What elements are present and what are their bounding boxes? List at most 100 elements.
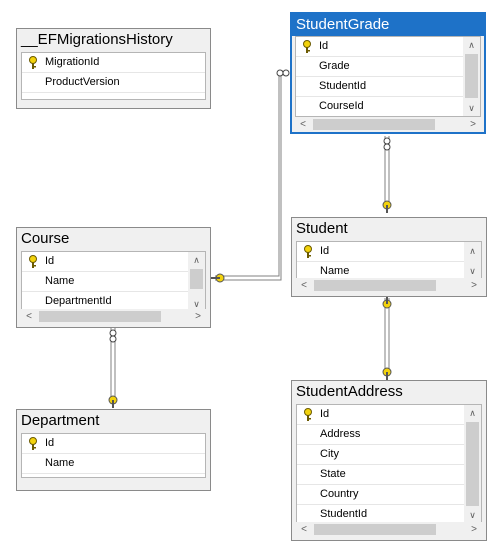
column-row[interactable]: Id	[296, 37, 480, 57]
horizontal-scrollbar[interactable]: < >	[296, 522, 482, 537]
column-grid: Id Name DepartmentId ∧ ∨	[21, 251, 206, 313]
scroll-up-icon[interactable]: ∧	[468, 40, 475, 50]
column-name: Country	[320, 488, 359, 500]
column-row[interactable]: Id	[297, 405, 481, 425]
scroll-up-icon[interactable]: ∧	[193, 255, 200, 265]
column-name: Id	[45, 437, 55, 449]
key-icon	[304, 245, 312, 258]
scroll-thumb[interactable]	[190, 269, 203, 289]
scroll-left-icon[interactable]: <	[301, 524, 307, 535]
vertical-scrollbar[interactable]: ∧ ∨	[188, 252, 205, 312]
table-title[interactable]: StudentAddress	[292, 381, 486, 403]
scroll-thumb[interactable]	[314, 280, 436, 291]
relationship-student-studentaddress[interactable]	[384, 298, 390, 376]
column-grid: MigrationId ProductVersion	[21, 52, 206, 100]
column-grid: Id Name ∧ ∨	[296, 241, 482, 281]
horizontal-scrollbar[interactable]: < >	[296, 278, 482, 293]
table-title[interactable]: Department	[17, 410, 210, 432]
scroll-right-icon[interactable]: >	[195, 311, 201, 322]
column-grid: Id Grade StudentId CourseId ∧ ∨	[295, 36, 481, 117]
horizontal-scrollbar[interactable]: < >	[295, 117, 481, 132]
table-title[interactable]: Student	[292, 218, 486, 240]
column-row[interactable]: City	[297, 445, 481, 465]
table-department[interactable]: Department Id Name	[16, 409, 211, 491]
column-name: City	[320, 448, 339, 460]
column-row[interactable]: CourseId	[296, 97, 480, 116]
column-row[interactable]: Id	[22, 252, 205, 272]
infinity-icon	[109, 329, 117, 343]
vertical-scrollbar[interactable]: ∧ ∨	[464, 405, 481, 523]
scroll-down-icon[interactable]: ∨	[469, 266, 476, 276]
column-name: Grade	[319, 60, 350, 72]
key-end-icon	[382, 200, 392, 213]
column-name: Name	[45, 275, 75, 287]
column-name: Id	[45, 255, 55, 267]
horizontal-scrollbar[interactable]: < >	[21, 309, 206, 324]
scroll-right-icon[interactable]: >	[471, 524, 477, 535]
key-end-icon	[211, 273, 225, 283]
scroll-up-icon[interactable]: ∧	[469, 408, 476, 418]
relationship-course-studentgrade[interactable]	[215, 69, 290, 281]
column-row[interactable]: Name	[22, 454, 205, 474]
table-efmigrationshistory[interactable]: __EFMigrationsHistory MigrationId Produc…	[16, 28, 211, 109]
column-row[interactable]: Id	[22, 434, 205, 454]
key-icon	[304, 408, 312, 421]
column-name: DepartmentId	[45, 295, 112, 307]
scroll-left-icon[interactable]: <	[26, 311, 32, 322]
scroll-down-icon[interactable]: ∨	[469, 510, 476, 520]
scroll-up-icon[interactable]: ∧	[469, 246, 476, 256]
column-row[interactable]: Country	[297, 485, 481, 505]
column-row[interactable]: Id	[297, 242, 481, 262]
key-icon	[29, 255, 37, 268]
vertical-scrollbar[interactable]: ∧ ∨	[463, 37, 480, 116]
column-name: Id	[320, 245, 330, 257]
column-row[interactable]: StudentId	[297, 505, 481, 523]
infinity-icon	[276, 69, 290, 77]
key-end-icon	[382, 367, 392, 380]
scroll-left-icon[interactable]: <	[300, 119, 306, 130]
column-row[interactable]: MigrationId	[22, 53, 205, 73]
vertical-scrollbar[interactable]: ∧ ∨	[464, 242, 481, 280]
table-course[interactable]: Course Id Name DepartmentId ∧ ∨ < >	[16, 227, 211, 328]
scroll-right-icon[interactable]: >	[470, 119, 476, 130]
scroll-thumb[interactable]	[313, 119, 435, 130]
key-end-icon	[382, 296, 392, 309]
column-name: Id	[320, 408, 330, 420]
column-row[interactable]: State	[297, 465, 481, 485]
table-student[interactable]: Student Id Name ∧ ∨ < >	[291, 217, 487, 297]
table-title[interactable]: __EFMigrationsHistory	[17, 29, 210, 51]
scroll-left-icon[interactable]: <	[301, 280, 307, 291]
table-title[interactable]: StudentGrade	[292, 14, 484, 36]
column-name: ProductVersion	[45, 76, 120, 88]
column-row[interactable]: Name	[297, 262, 481, 280]
column-row[interactable]: ProductVersion	[22, 73, 205, 93]
scroll-thumb[interactable]	[466, 422, 479, 506]
table-studentaddress[interactable]: StudentAddress Id Address City State Cou…	[291, 380, 487, 541]
column-name: State	[320, 468, 346, 480]
table-studentgrade[interactable]: StudentGrade Id Grade StudentId CourseId…	[290, 12, 486, 134]
key-icon	[29, 437, 37, 450]
key-end-icon	[108, 395, 118, 408]
scroll-right-icon[interactable]: >	[471, 280, 477, 291]
scroll-thumb[interactable]	[314, 524, 436, 535]
column-row[interactable]: StudentId	[296, 77, 480, 97]
key-icon	[29, 56, 37, 69]
scroll-down-icon[interactable]: ∨	[193, 299, 200, 309]
column-row[interactable]: Address	[297, 425, 481, 445]
column-name: Address	[320, 428, 361, 440]
scroll-down-icon[interactable]: ∨	[468, 103, 475, 113]
key-icon	[303, 40, 311, 53]
column-row[interactable]: Name	[22, 272, 205, 292]
column-name: StudentId	[320, 508, 368, 520]
column-grid: Id Address City State Country StudentId …	[296, 404, 482, 524]
column-grid: Id Name	[21, 433, 206, 478]
scroll-thumb[interactable]	[39, 311, 161, 322]
infinity-icon	[383, 137, 391, 151]
column-name: Name	[45, 457, 75, 469]
column-name: StudentId	[319, 80, 367, 92]
table-title[interactable]: Course	[17, 228, 210, 250]
column-row[interactable]: Grade	[296, 57, 480, 77]
column-name: Name	[320, 265, 350, 277]
scroll-thumb[interactable]	[465, 54, 478, 98]
